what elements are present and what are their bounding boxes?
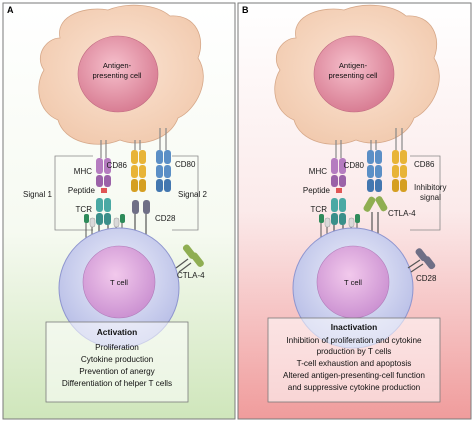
inactivation-line: T-cell exhaustion and apoptosis [297, 359, 412, 368]
cd28-label-a: CD28 [155, 214, 176, 223]
inhibitory-bracket [410, 155, 441, 231]
cd86-molecule-b [392, 150, 407, 192]
peptide-b [336, 188, 342, 193]
cd80-molecule-a [156, 150, 171, 192]
cd80-label-b: CD80 [344, 161, 365, 170]
panel-b: B Antigen- presenting cell MHC Peptide [237, 2, 472, 420]
cd28-label-b: CD28 [416, 274, 437, 283]
cd80-label-a: CD80 [175, 160, 196, 169]
cd86-label-b: CD86 [414, 160, 435, 169]
cd28-molecule-a [132, 200, 150, 240]
ctla4-label-a: CTLA-4 [177, 271, 205, 280]
peptide-label-a: Peptide [68, 186, 96, 195]
peptide-label-b: Peptide [303, 186, 331, 195]
activation-line: Cytokine production [81, 355, 154, 364]
mhc-label-b: MHC [309, 167, 327, 176]
signal2-bracket [172, 155, 199, 231]
cd28-molecule-b [407, 248, 436, 273]
inhibitory-label-1: Inhibitory [414, 183, 446, 192]
apc-stalks-b [335, 128, 403, 158]
t-cell-label-b: T cell [344, 278, 362, 287]
activation-title: Activation [97, 327, 138, 337]
apc-stalks-a [100, 128, 167, 158]
apc-nucleus-b [313, 35, 395, 113]
ctla4-label-b: CTLA-4 [388, 209, 416, 218]
apc-label-b-1: Antigen- [339, 61, 368, 70]
panel-b-letter: B [242, 5, 249, 15]
tcr-label-b: TCR [311, 205, 328, 214]
signal2-label: Signal 2 [178, 190, 207, 199]
inactivation-line: Inhibition of proliferation and cytokine [286, 336, 422, 345]
panel-a-letter: A [7, 5, 14, 15]
tcr-molecule-a [96, 198, 111, 240]
cd86-molecule-a [131, 150, 146, 192]
t-cell-label-a: T cell [110, 278, 128, 287]
cd80-molecule-b [367, 150, 382, 192]
activation-box [45, 321, 189, 403]
cd86-label-a: CD86 [107, 161, 128, 170]
inactivation-line: Altered antigen-presenting-cell function [283, 371, 425, 380]
apc-label-b-2: presenting cell [329, 71, 378, 80]
activation-line: Prevention of anergy [79, 367, 155, 376]
inactivation-line: and suppressive cytokine production [288, 383, 421, 392]
t-cell-nucleus-a [82, 245, 156, 319]
apc-label-a-1: Antigen- [103, 61, 132, 70]
mhc-molecule-b [331, 158, 346, 187]
inactivation-box [267, 317, 441, 403]
inactivation-line: production by T cells [317, 347, 392, 356]
inactivation-title: Inactivation [331, 322, 378, 332]
activation-line: Proliferation [95, 343, 139, 352]
mhc-label-a: MHC [74, 167, 92, 176]
apc-label-a-2: presenting cell [93, 71, 142, 80]
mhc-molecule-a [96, 158, 111, 187]
panel-a: A Antigen- presenting cell MHC Peptide [2, 2, 236, 420]
peptide-a [101, 188, 107, 193]
tcr-label-a: TCR [76, 205, 93, 214]
signal1-bracket [54, 155, 93, 231]
activation-line: Differentiation of helper T cells [62, 379, 172, 388]
apc-nucleus-a [77, 35, 159, 113]
inhibitory-label-2: signal [420, 193, 441, 202]
ctla4-molecule-a [175, 244, 204, 273]
signal1-label: Signal 1 [23, 190, 52, 199]
